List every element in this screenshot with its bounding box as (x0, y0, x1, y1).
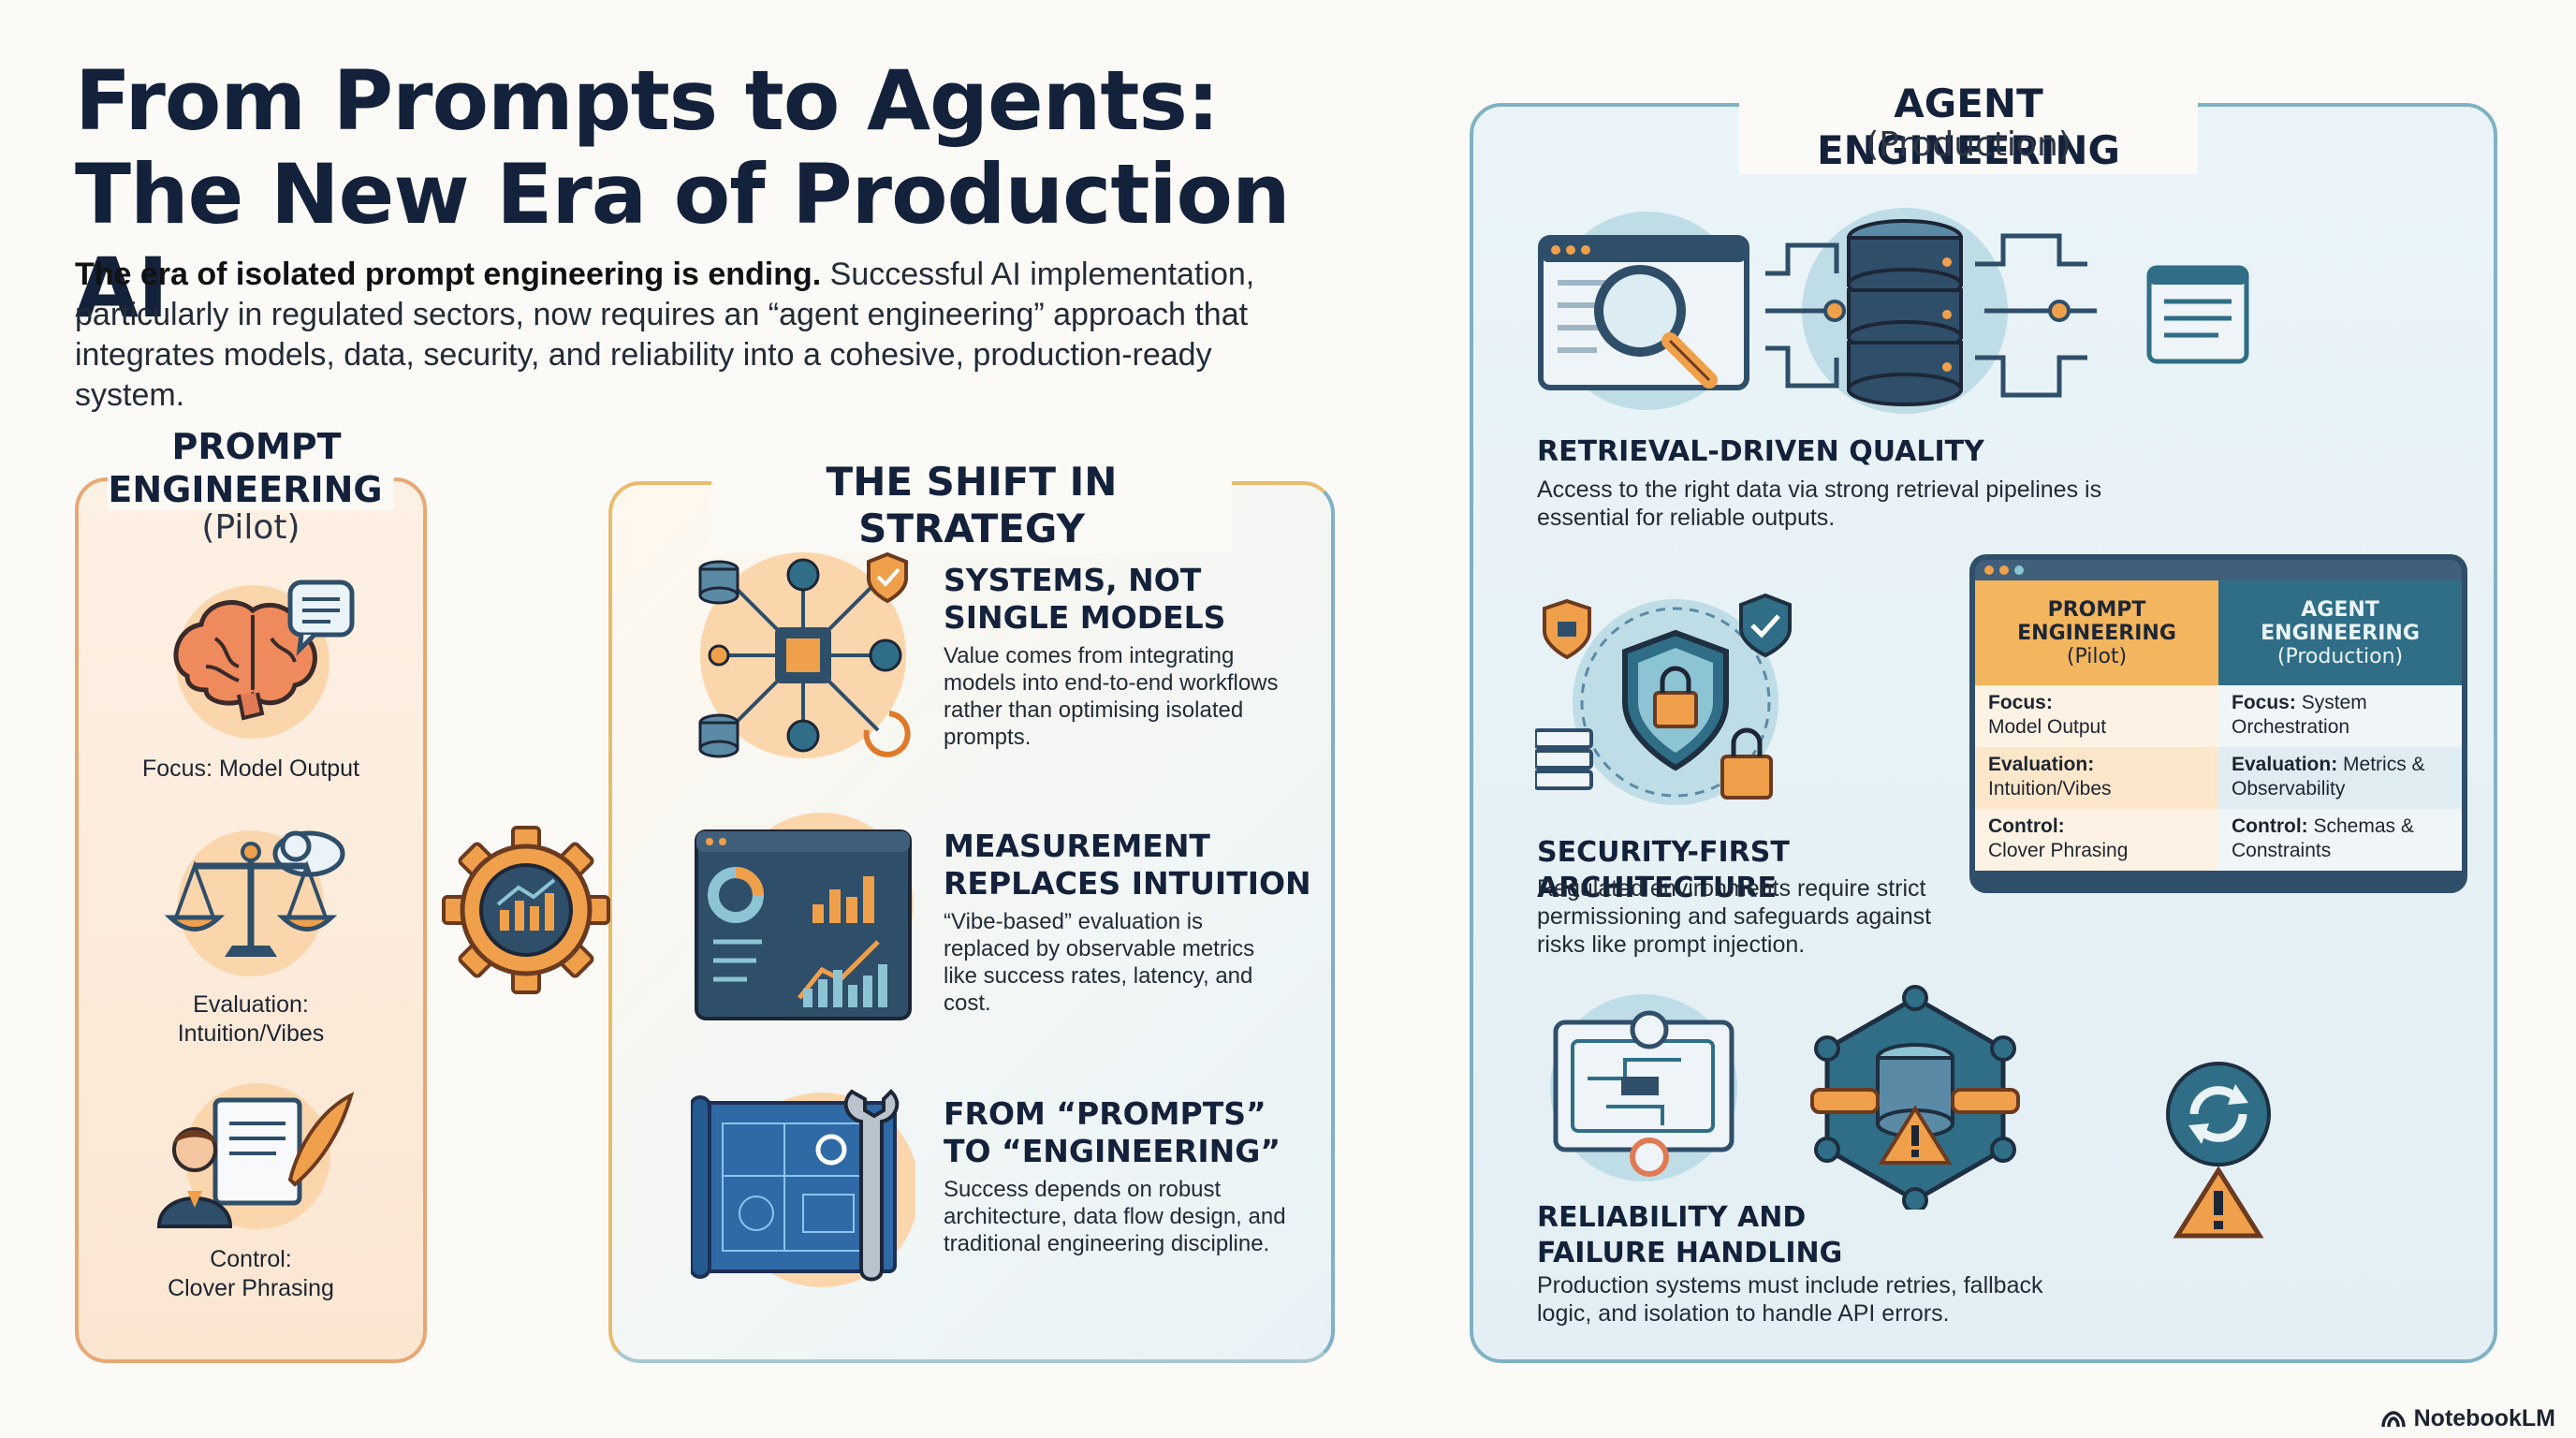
table-window-bar (1975, 560, 2462, 580)
scales-icon (164, 830, 345, 976)
retry-warning-icon (2166, 1062, 2271, 1239)
blueprint-wrench-icon (691, 1089, 915, 1287)
right-panel-heading: AGENT ENGINEERING (1739, 81, 2198, 174)
gear-chart-icon (442, 826, 610, 994)
retrieval-pipeline-icon (1538, 208, 2249, 414)
table-cell: Control: Clover Phrasing (1975, 809, 2218, 871)
security-body: Regulated environments require strict pe… (1537, 875, 1932, 958)
table-header-agent: AGENT ENGINEERING (Production) (2218, 580, 2462, 685)
reliability-title: RELIABILITY AND FAILURE HANDLING (1537, 1201, 1843, 1269)
intro-paragraph: The era of isolated prompt engineering i… (75, 255, 1292, 416)
measurement-body: “Vibe-based” evaluation is replaced by o… (944, 909, 1255, 1016)
systems-network-icon (698, 551, 911, 758)
page-title-line2: The New Era of Production AI (75, 146, 1291, 336)
right-panel-sub: (Production) (1866, 125, 2071, 164)
reliability-icon (1550, 985, 2020, 1210)
left-item-focus-label: Focus: Model Output (141, 756, 360, 782)
intro-rest: Successful AI implementation, particular… (75, 257, 1255, 413)
page-title-line1: From Prompts to Agents: (75, 52, 1220, 149)
table-header-prompt: PROMPT ENGINEERING (Pilot) (1975, 580, 2218, 685)
systems-body: Value comes from integrating models into… (944, 643, 1279, 750)
table-cell: Focus: System Orchestration (2218, 685, 2462, 747)
table-cell: Evaluation: Intuition/Vibes (1975, 747, 2218, 809)
left-item-control-label: Control: Clover Phrasing (168, 1246, 334, 1301)
brand-label: NotebookLM (2380, 1405, 2555, 1432)
intro-bold: The era of isolated prompt engineering i… (75, 257, 822, 292)
dashboard-icon (695, 813, 914, 1020)
reliability-body: Production systems must include retries,… (1537, 1272, 2043, 1327)
brain-icon (173, 580, 355, 739)
table-cell: Evaluation: Metrics & Observability (2218, 747, 2462, 809)
security-title: SECURITY-FIRST ARCHITECTURE (1537, 836, 1790, 904)
table-cell: Focus: Model Output (1975, 685, 2218, 747)
security-shield-icon (1535, 593, 1792, 805)
measurement-title: MEASUREMENT REPLACES INTUITION (944, 828, 1311, 902)
left-panel-sub: (Pilot) (201, 508, 300, 547)
writer-icon (156, 1083, 355, 1229)
notebooklm-logo-icon (2380, 1410, 2406, 1427)
table-cell: Control: Schemas & Constraints (2218, 809, 2462, 871)
engineering-body: Success depends on robust architecture, … (944, 1177, 1286, 1256)
retrieval-body: Access to the right data via strong retr… (1537, 477, 2102, 531)
comparison-table: PROMPT ENGINEERING (Pilot) AGENT ENGINEE… (1969, 554, 2467, 893)
left-panel-heading: PROMPT ENGINEERING (75, 425, 427, 511)
left-item-evaluation-label: Evaluation: Intuition/Vibes (177, 991, 325, 1047)
retrieval-title: RETRIEVAL-DRIVEN QUALITY (1537, 435, 1984, 468)
middle-panel-heading: THE SHIFT IN STRATEGY (711, 459, 1232, 552)
systems-title: SYSTEMS, NOT SINGLE MODELS (944, 562, 1226, 636)
engineering-title: FROM “PROMPTS” TO “ENGINEERING” (944, 1095, 1281, 1169)
page-title: From Prompts to Agents: The New Era of P… (75, 54, 1385, 335)
